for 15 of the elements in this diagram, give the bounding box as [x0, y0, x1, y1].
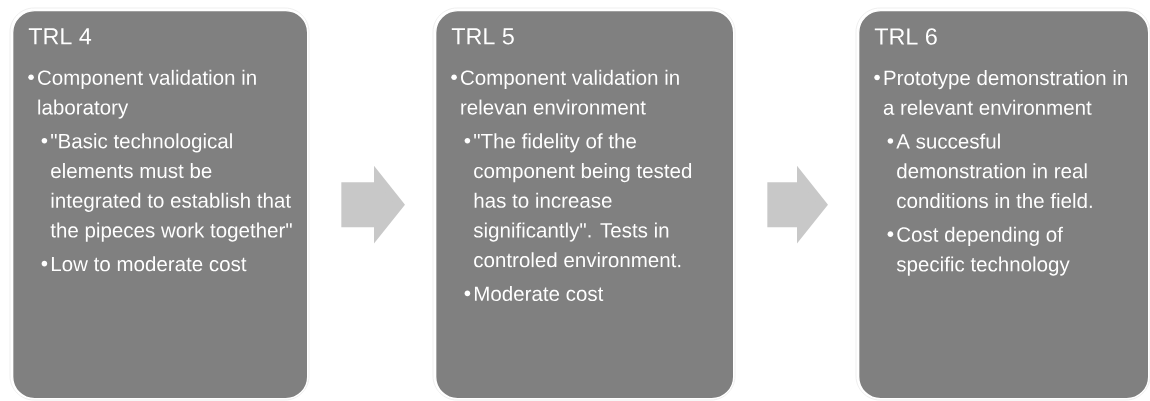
bullet-text: Component validation in relevan environment: [461, 69, 679, 115]
bullet-text: Low to moderate cost: [51, 256, 247, 272]
heading: TRL 5: [451, 28, 514, 45]
bullet-text: Cost depending of specific technology: [896, 226, 1070, 276]
bullet-text: Prototype demonstration in a relevant environment: [883, 70, 1127, 115]
stage-box: [9, 7, 310, 401]
bullet-text: "The fidelity of the component being tested has to increase significantly". Tests in controled environment.: [473, 133, 692, 268]
heading: TRL 4: [28, 28, 92, 45]
bullet-text: A succesful demonstration in real conditions in the field.: [896, 133, 1092, 209]
stage-box: [432, 7, 736, 401]
heading: TRL 6: [874, 28, 937, 45]
stage-box: [855, 7, 1150, 401]
bullet-text: "Basic technological elements must be integrated to establish that the pipeces work together": [50, 133, 292, 242]
bullet-text: Component validation in laboratory: [38, 69, 256, 119]
bullet-text: Moderate cost: [474, 285, 604, 302]
